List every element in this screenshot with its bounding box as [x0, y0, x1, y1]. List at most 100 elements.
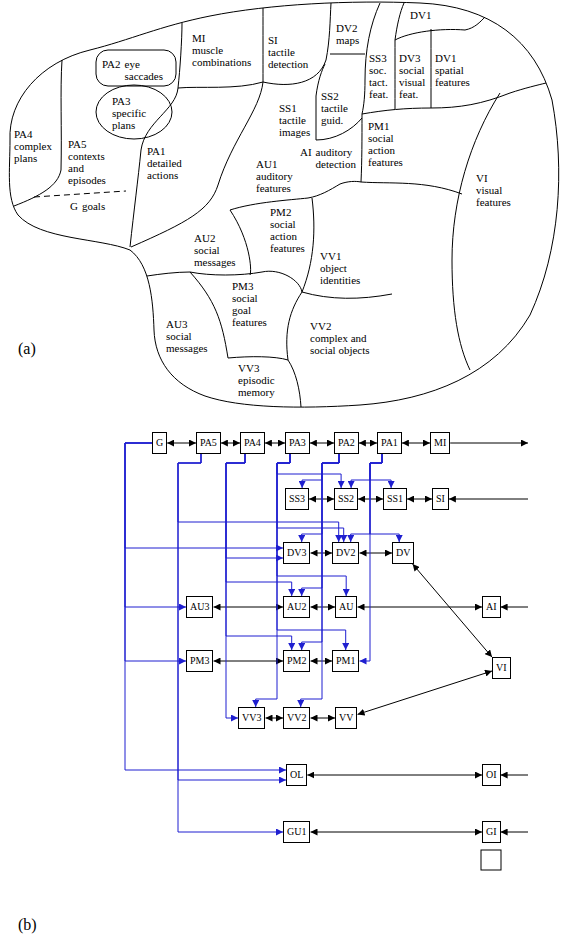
area-function: maps — [336, 34, 366, 46]
brain-region: VV2complex and social objects — [310, 320, 382, 356]
brain-region: DV2maps — [336, 22, 366, 46]
brain-region: PA3specific plans — [112, 95, 152, 131]
region-border — [230, 181, 361, 210]
input-line — [501, 832, 528, 833]
area-label: DV3 — [287, 547, 306, 559]
area-box: PM2 — [283, 650, 310, 672]
area-function: tactile images — [279, 114, 313, 138]
area-box: DV — [392, 542, 414, 564]
area-box: AI — [482, 596, 501, 618]
region-border — [96, 50, 176, 86]
brain-region: SS1tactile images — [279, 102, 313, 138]
area-code: DV2 — [336, 22, 366, 34]
lateral-link — [358, 671, 493, 714]
empty-box — [481, 850, 501, 870]
area-box: G — [152, 432, 167, 454]
lateral-link — [214, 607, 284, 608]
area-code: VV1 — [320, 250, 370, 262]
region-border — [452, 93, 500, 370]
top-down-link — [302, 454, 339, 596]
top-down-link — [125, 443, 283, 548]
top-down-link — [277, 454, 341, 488]
region-border — [34, 191, 126, 197]
area-label: SS3 — [289, 493, 305, 505]
area-code: PA4 — [14, 128, 56, 140]
region-border — [178, 82, 263, 88]
input-line — [501, 607, 528, 608]
area-function: social action features — [368, 132, 408, 168]
area-code: G — [70, 200, 78, 212]
area-code: PA3 — [112, 95, 152, 107]
top-down-link — [302, 454, 339, 488]
brain-region: DV3social visual feat. — [399, 52, 427, 100]
area-label: GI — [486, 826, 497, 838]
brain-region: VIvisual features — [476, 172, 518, 208]
area-code: VV2 — [310, 320, 382, 332]
region-border — [228, 357, 301, 407]
area-box: AU3 — [186, 596, 213, 618]
lateral-link — [167, 443, 196, 444]
area-label: OL — [290, 769, 303, 781]
area-code: AU2 — [194, 232, 242, 244]
top-down-link — [226, 454, 245, 718]
region-border — [147, 271, 302, 292]
top-down-link — [178, 454, 283, 832]
brain-region: SS2tactile guid. — [321, 90, 355, 126]
area-code: MI — [192, 32, 258, 44]
lateral-link — [311, 832, 483, 833]
brain-region: AU3social messages — [166, 318, 214, 354]
area-function: social goal features — [232, 292, 272, 328]
area-function: specific plans — [112, 107, 152, 131]
area-box: DV2 — [332, 542, 359, 564]
area-box: MI — [430, 432, 450, 454]
area-box: VV3 — [238, 707, 265, 729]
lateral-link — [307, 775, 482, 776]
area-function: visual features — [476, 184, 518, 208]
lateral-link — [413, 564, 492, 657]
area-label: OI — [486, 769, 497, 781]
area-code: SS2 — [321, 90, 355, 102]
area-label: SS2 — [338, 493, 354, 505]
region-border — [361, 182, 462, 194]
area-label: SS1 — [387, 493, 403, 505]
area-function: auditory detection — [316, 146, 362, 170]
panel-label: (b) — [18, 916, 37, 934]
lateral-link — [266, 718, 284, 719]
area-box: SS3 — [285, 488, 309, 510]
area-label: PM2 — [287, 655, 306, 667]
lateral-link — [311, 607, 336, 608]
brain-region: MImuscle combinations — [192, 32, 258, 68]
area-function: goals — [82, 200, 105, 212]
area-function: eye saccades — [125, 58, 169, 82]
brain-region: VV1object identities — [320, 250, 370, 286]
area-label: AU2 — [287, 601, 306, 613]
brain-region: Ggoals — [70, 200, 105, 212]
area-box: VV2 — [283, 707, 310, 729]
area-function: detailed actions — [147, 157, 189, 181]
area-function: muscle combinations — [192, 44, 258, 68]
top-down-link — [178, 454, 286, 780]
brain-outline — [9, 2, 558, 407]
area-code: PM1 — [368, 120, 408, 132]
area-code: DV1 — [410, 9, 431, 21]
lateral-link — [407, 499, 432, 500]
lateral-link — [310, 443, 334, 444]
area-box: PA2 — [334, 432, 359, 454]
area-function: complex and social objects — [310, 332, 382, 356]
region-border — [302, 292, 392, 298]
area-label: PA3 — [289, 437, 306, 449]
area-box: SS1 — [383, 488, 407, 510]
brain-region: PM3social goal features — [232, 280, 272, 328]
area-label: VV3 — [242, 712, 261, 724]
brain-region: PA1detailed actions — [147, 145, 189, 181]
top-down-link — [277, 454, 346, 596]
area-code: SS3 — [369, 52, 391, 64]
area-code: PA1 — [147, 145, 189, 157]
area-code: PM3 — [232, 280, 272, 292]
area-label: VI — [496, 662, 507, 674]
top-down-link — [351, 454, 382, 488]
input-line — [501, 775, 528, 776]
lateral-link — [265, 443, 285, 444]
area-function: social messages — [194, 244, 242, 268]
area-function: social action features — [270, 218, 310, 254]
